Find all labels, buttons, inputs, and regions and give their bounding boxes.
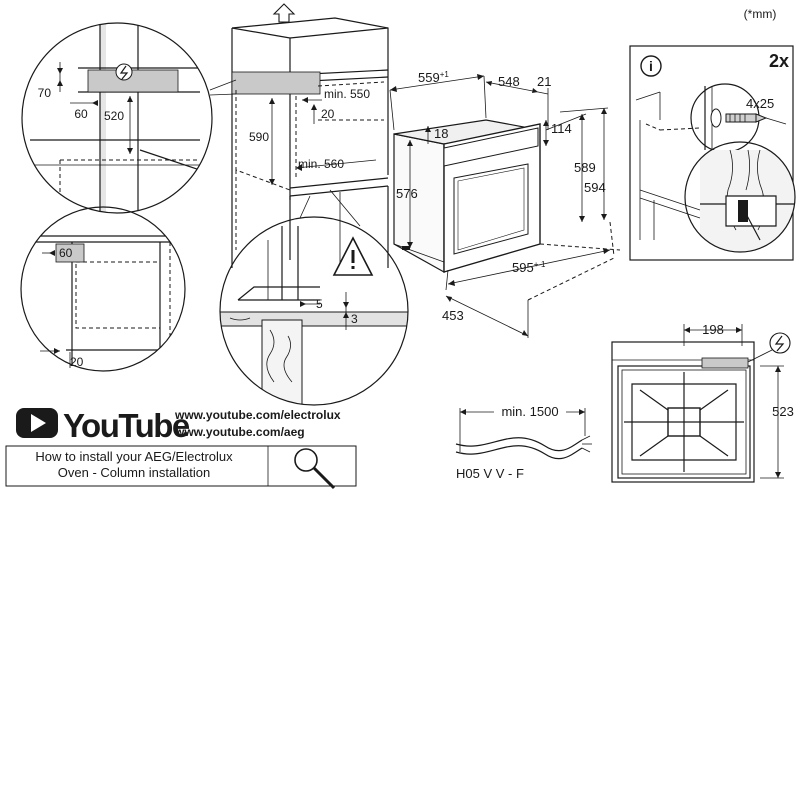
electric-icon-top [769,332,791,354]
dim-114: 114 [551,121,572,136]
svg-text:i: i [649,58,653,74]
screw-icon [725,113,787,125]
dim-20-cab: 20 [321,107,335,121]
howto-line2: Oven - Column installation [58,465,210,480]
dim-590: 590 [249,130,269,144]
screw-size: 4x25 [746,96,774,111]
dim-60-mid: 60 [59,246,73,260]
dim-min560: min. 560 [298,157,344,171]
dim-576: 576 [396,186,418,201]
youtube-url-aeg[interactable]: www.youtube.com/aeg [174,425,305,439]
dim-595: 595+-1 [512,260,546,275]
unit-note: (*mm) [744,7,777,21]
dim-18: 18 [434,126,448,141]
dim-559: 559+1 [418,70,449,85]
up-arrow-icon [272,3,296,23]
magnifier-icon[interactable] [294,448,336,490]
youtube-block: YouTube www.youtube.com/electrolux www.y… [5,407,357,490]
dim-523: 523 [772,404,794,419]
screw-panel: i 2x 4x25 [629,45,796,261]
dim-198: 198 [702,322,724,337]
top-view: 198 523 [611,322,794,483]
info-icon: i [640,55,662,77]
dim-548: 548 [498,74,520,89]
youtube-url-electrolux[interactable]: www.youtube.com/electrolux [174,408,341,422]
dim-3: 3 [351,312,358,326]
dim-5: 5 [316,297,323,311]
dim-589: 589 [574,160,596,175]
electric-icon [115,63,133,81]
howto-line1: How to install your AEG/Electrolux [35,449,233,464]
dim-594: 594 [584,180,606,195]
screw-count: 2x [769,51,789,71]
dim-60: 60 [74,107,88,121]
cable-min-length: min. 1500 [501,404,558,419]
cable-type: H05 V V - F [456,466,524,481]
detail-warning: 5 3 [219,216,409,406]
youtube-brand: YouTube [63,407,190,444]
detail-mid-left: 60 20 [20,206,186,372]
detail-top-left: 70 60 520 [21,22,213,214]
dim-453: 453 [442,308,464,323]
oven-dimensions: 559+1 548 21 18 114 576 589 [389,70,621,338]
dim-21: 21 [537,74,551,89]
column-cabinet: 590 min. 550 20 min. 560 [209,3,389,268]
warning-icon [332,236,374,276]
cable-detail: min. 1500 H05 V V - F [455,402,592,481]
play-icon [16,408,58,438]
dim-20-mid: 20 [70,355,84,369]
dim-70: 70 [38,86,52,100]
dim-min550: min. 550 [324,87,370,101]
dim-520: 520 [104,109,124,123]
